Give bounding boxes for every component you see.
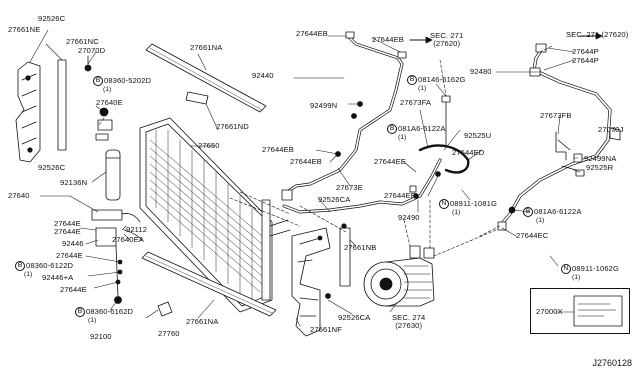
label-27644EB: 27644EB xyxy=(290,157,322,166)
label-27673FA: 27673FA xyxy=(400,98,432,107)
qty: (1) xyxy=(398,134,407,141)
qty: (1) xyxy=(572,274,581,281)
label-08146-6162G: 08146-6162G xyxy=(418,75,466,84)
label-27673E: 27673E xyxy=(336,183,363,192)
label-27644ED: 27644ED xyxy=(452,148,485,157)
label-92136N: 92136N xyxy=(60,178,88,187)
nut-symbol: N xyxy=(561,264,571,274)
condenser-27650 xyxy=(139,117,291,313)
label-27661NB: 27661NB xyxy=(344,243,377,252)
bracket-27673FB xyxy=(555,131,567,161)
label-081A6-6122A: 081A6-6122A xyxy=(398,124,446,133)
label-27644E: 27644E xyxy=(60,285,87,294)
compressor-sec274 xyxy=(363,245,435,307)
qty: (1) xyxy=(24,271,33,278)
label-27070J: 27070J xyxy=(598,125,624,134)
air-guide-27661NE xyxy=(15,61,41,163)
clip-27070J xyxy=(609,127,621,141)
label-92526C: 92526C xyxy=(38,14,66,23)
qty: (1) xyxy=(88,317,97,324)
label-92526C: 92526C xyxy=(38,163,66,172)
label-27661NC: 27661NC xyxy=(66,37,99,46)
bolt-symbol: B xyxy=(15,261,25,271)
label-92526CA: 92526CA xyxy=(318,195,351,204)
label-08360-6122D: 08360-6122D xyxy=(26,261,74,270)
pipe-92440 xyxy=(281,31,407,201)
label-92480: 92480 xyxy=(470,67,492,76)
label-27661NA: 27661NA xyxy=(186,317,219,326)
label-sec274: SEC. 274 (27630) xyxy=(392,313,426,330)
label-27644EE: 27644EE xyxy=(384,191,416,200)
label-sec271-left: SEC. 271 (27620) xyxy=(430,31,464,48)
label-27673FB: 27673FB xyxy=(540,111,572,120)
nut-symbol: N xyxy=(439,199,449,209)
label-27644E: 27644E xyxy=(54,227,81,236)
label-92525U: 92525U xyxy=(464,131,492,140)
label-92100: 92100 xyxy=(90,332,112,341)
label-27644P: 27644P xyxy=(572,56,599,65)
strip-27661NB xyxy=(339,223,351,287)
bolt-symbol: B xyxy=(93,76,103,86)
label-27644EB: 27644EB xyxy=(372,35,404,44)
clip-92526CA xyxy=(325,293,331,299)
qty: (1) xyxy=(418,85,427,92)
bolt-symbol: B xyxy=(407,75,417,85)
label-27644EB: 27644EB xyxy=(262,145,294,154)
label-27640E: 27640E xyxy=(96,98,123,107)
label-08911-1062G: 08911-1062G xyxy=(572,264,619,273)
bolt-symbol: B xyxy=(387,124,397,134)
label-27644P: 27644P xyxy=(572,47,599,56)
bolt-symbol: B xyxy=(523,207,533,217)
label-92112: 92112 xyxy=(126,225,148,234)
label-27760: 27760 xyxy=(158,329,180,338)
label-27640EA: 27640EA xyxy=(112,235,144,244)
label-92526CA: 92526CA xyxy=(338,313,371,322)
pad-27661ND xyxy=(185,91,209,105)
label-sec271-right: SEC. 271 (27620) xyxy=(566,30,629,39)
label-92490: 92490 xyxy=(398,213,420,222)
label-081A6-6122A: 081A6-6122A xyxy=(534,207,582,216)
label-27000X: 27000X xyxy=(536,307,563,316)
label-27070D: 27070D xyxy=(78,46,106,55)
leader-lines xyxy=(29,29,617,327)
qty: (1) xyxy=(452,209,461,216)
label-92446-A: 92446+A xyxy=(42,273,74,282)
label-27661NA: 27661NA xyxy=(190,43,223,52)
label-27644EC: 27644EC xyxy=(516,231,549,240)
label-27644EB: 27644EB xyxy=(296,29,328,38)
label-27644E: 27644E xyxy=(54,219,81,228)
dashed-guides xyxy=(97,45,553,257)
label-27661NF: 27661NF xyxy=(310,325,342,334)
seal-27661NA-bottom xyxy=(141,251,277,317)
bolt-27070D xyxy=(84,64,92,72)
label-27661ND: 27661ND xyxy=(216,122,249,131)
qty: (1) xyxy=(536,217,545,224)
label-92440: 92440 xyxy=(252,71,274,80)
label-92499NA: 92499NA xyxy=(584,154,617,163)
label-27644EE: 27644EE xyxy=(374,157,406,166)
label-08911-1081G: 08911-1081G xyxy=(450,199,497,208)
seal-27661NA-top xyxy=(145,43,267,113)
label-92446: 92446 xyxy=(62,239,84,248)
label-27661NE: 27661NE xyxy=(8,25,41,34)
label-27644E: 27644E xyxy=(56,251,83,260)
label-plate xyxy=(573,295,623,327)
label-92499N: 92499N xyxy=(310,101,338,110)
strip-27661NC xyxy=(57,59,67,151)
label-08360-5202D: 08360-5202D xyxy=(104,76,152,85)
label-27650: 27650 xyxy=(198,141,220,150)
label-92525R: 92525R xyxy=(586,163,614,172)
label-08360-6162D: 08360-6162D xyxy=(86,307,134,316)
pipe-92490 xyxy=(282,95,470,214)
legend-box xyxy=(530,288,630,334)
label-27640: 27640 xyxy=(8,191,30,200)
air-guide-27661NB xyxy=(291,227,331,337)
reference-code: J2760128 xyxy=(592,358,632,368)
receiver-drier-27640 xyxy=(91,107,123,304)
bracket-27760 xyxy=(157,301,173,317)
bolt-symbol: B xyxy=(75,307,85,317)
qty: (1) xyxy=(103,86,112,93)
